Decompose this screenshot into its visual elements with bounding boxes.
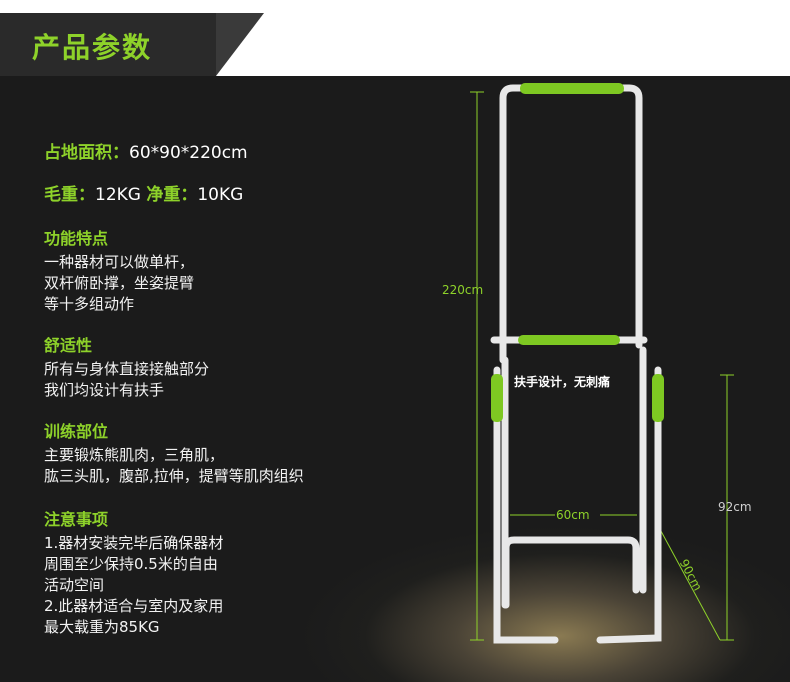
spec-footprint-value: 60*90*220cm	[129, 143, 248, 163]
dimension-lines	[470, 91, 734, 641]
section-features: 功能特点 一种器材可以做单杆， 双杆俯卧撑，坐姿提臂 等十多组动作	[44, 225, 194, 315]
section-line: 活动空间	[44, 576, 105, 594]
section-line: 肱三头肌，腹部,拉伸，提臂等肌肉组织	[44, 467, 304, 485]
page-title: 产品参数	[32, 31, 153, 64]
dimension-height: 220cm	[442, 283, 484, 297]
section-title: 训练部位	[44, 422, 109, 441]
section-line: 等十多组动作	[44, 295, 135, 313]
section-line: 周围至少保持0.5米的自由	[44, 555, 218, 573]
handle-callout: 扶手设计，无刺痛	[514, 375, 611, 389]
section-title: 功能特点	[44, 229, 109, 248]
section-line: 1.器材安装完毕后确保器材	[44, 534, 224, 552]
dimension-width: 60cm	[556, 508, 590, 522]
section-line: 最大载重为85KG	[44, 618, 160, 636]
section-line: 我们均设计有扶手	[44, 381, 165, 399]
section-line: 主要锻炼熊肌肉，三角肌，	[44, 446, 225, 464]
rack-frame	[490, 84, 662, 644]
spec-gross-label: 毛重	[44, 185, 78, 205]
section-line: 一种器材可以做单杆，	[44, 253, 195, 271]
section-training: 训练部位 主要锻炼熊肌肉，三角肌， 肱三头肌，腹部,拉伸，提臂等肌肉组织	[44, 418, 304, 487]
spec-footprint: 占地面积：60*90*220cm	[44, 143, 248, 163]
spec-net-label: 净重	[146, 185, 181, 205]
section-title: 舒适性	[44, 336, 93, 355]
rack-grips	[491, 83, 664, 422]
section-title: 注意事项	[44, 510, 109, 529]
section-notes: 注意事项 1.器材安装完毕后确保器材 周围至少保持0.5米的自由 活动空间 2.…	[44, 506, 223, 638]
spec-net-value: 10KG	[197, 185, 244, 205]
dimension-handle-height: 92cm	[718, 500, 752, 514]
header-tab	[0, 13, 216, 76]
header-slant	[216, 13, 264, 76]
section-comfort: 舒适性 所有与身体直接接触部分 我们均设计有扶手	[44, 332, 209, 401]
section-line: 所有与身体直接接触部分	[44, 360, 210, 378]
spec-footprint-label: 占地面积	[44, 143, 112, 163]
spec-weight: 毛重：12KG 净重：10KG	[44, 185, 244, 205]
section-line: 2.此器材适合与室内及家用	[44, 597, 224, 615]
spec-gross-value: 12KG	[95, 185, 141, 205]
section-line: 双杆俯卧撑，坐姿提臂	[44, 274, 195, 292]
